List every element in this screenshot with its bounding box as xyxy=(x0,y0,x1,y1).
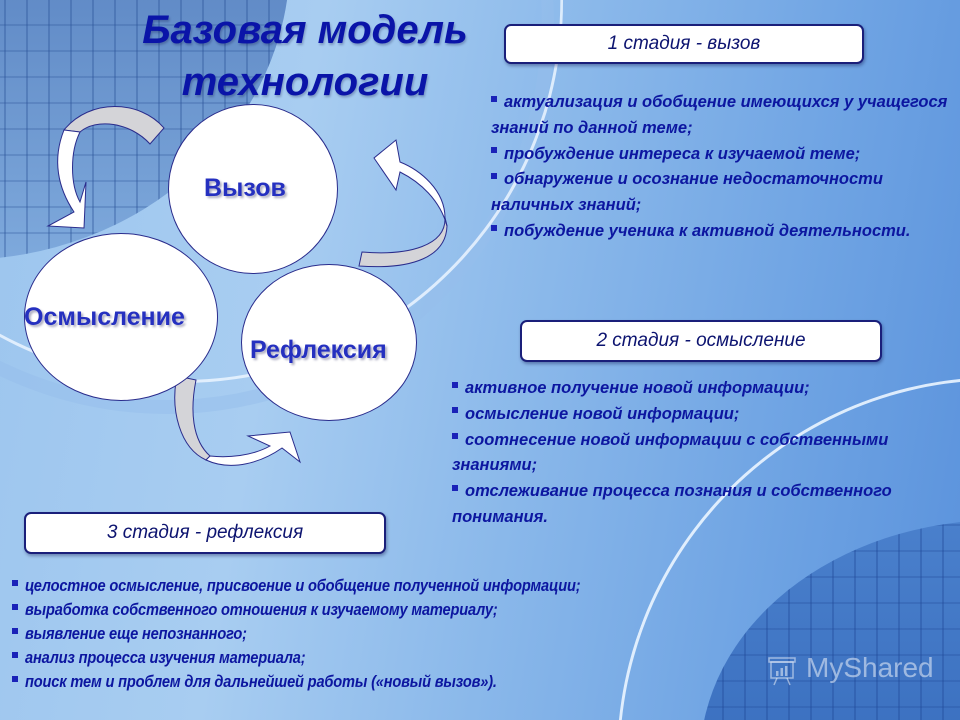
list-item: актуализация и обобщение имеющихся у уча… xyxy=(491,93,948,137)
stage-2-list: активное получение новой информации; осм… xyxy=(452,376,932,531)
circle-challenge xyxy=(168,104,338,274)
watermark-text: MyShared xyxy=(806,652,934,683)
stage-1-header-text: 1 стадия - вызов xyxy=(607,33,761,54)
list-item: осмысление новой информации; xyxy=(452,402,932,428)
arrow-comprehension-to-reflection-icon xyxy=(174,375,301,466)
stage-3-header: 3 стадия - рефлексия xyxy=(24,512,386,554)
list-item: активное получение новой информации; xyxy=(452,376,932,402)
list-item: побуждение ученика к активной деятельнос… xyxy=(491,219,951,245)
list-item: пробуждение интереса к изучаемой теме; xyxy=(491,142,951,168)
list-item: соотнесение новой информации с собственн… xyxy=(452,430,889,475)
bullet-icon xyxy=(491,95,497,102)
stage-2-header: 2 стадия - осмысление xyxy=(520,320,882,362)
stage-3-list: целостное осмысление, присвоение и обобщ… xyxy=(12,574,912,694)
circle-label-comprehension: Осмысление xyxy=(24,303,185,331)
stage-3-header-text: 3 стадия - рефлексия xyxy=(106,522,304,543)
title-line-2: технологии xyxy=(181,60,429,104)
bullet-icon xyxy=(12,651,18,658)
arrow-challenge-to-comprehension-icon xyxy=(46,106,165,229)
slide-title: Базовая модель технологии xyxy=(120,4,490,108)
stage-1-header: 1 стадия - вызов xyxy=(504,24,864,64)
list-item: анализ процесса изучения материала; xyxy=(12,646,912,670)
circle-reflection xyxy=(241,264,417,421)
bullet-icon xyxy=(452,407,458,414)
arrow-reflection-to-challenge-icon xyxy=(358,139,448,268)
title-line-1: Базовая модель xyxy=(142,8,468,52)
circle-comprehension xyxy=(24,233,218,401)
list-item: целостное осмысление, присвоение и обобщ… xyxy=(12,574,912,598)
bullet-icon xyxy=(452,484,458,491)
bullet-icon xyxy=(452,381,458,388)
stage-1-list: актуализация и обобщение имеющихся у уча… xyxy=(491,90,951,245)
cycle-arrows xyxy=(46,106,448,466)
bullet-icon xyxy=(12,603,18,610)
bullet-icon xyxy=(12,675,18,682)
bullet-icon xyxy=(491,224,497,231)
list-item: выработка собственного отношения к изуча… xyxy=(12,598,912,622)
bullet-icon xyxy=(491,147,497,154)
list-item: выявление еще непознанного; xyxy=(12,622,912,646)
list-item: отслеживание процесса познания и собстве… xyxy=(452,482,892,526)
presentation-board-icon xyxy=(768,657,796,686)
bullet-icon xyxy=(12,627,18,634)
bullet-icon xyxy=(12,579,18,586)
list-item: обнаружение и осознание недостаточности … xyxy=(491,170,883,215)
bullet-icon xyxy=(491,173,497,180)
stage-2-header-text: 2 стадия - осмысление xyxy=(596,330,806,351)
list-item: поиск тем и проблем для дальнейшей работ… xyxy=(12,670,912,694)
circle-label-challenge: Вызов xyxy=(204,174,286,202)
bullet-icon xyxy=(452,433,458,440)
circle-label-reflection: Рефлексия xyxy=(250,336,387,364)
